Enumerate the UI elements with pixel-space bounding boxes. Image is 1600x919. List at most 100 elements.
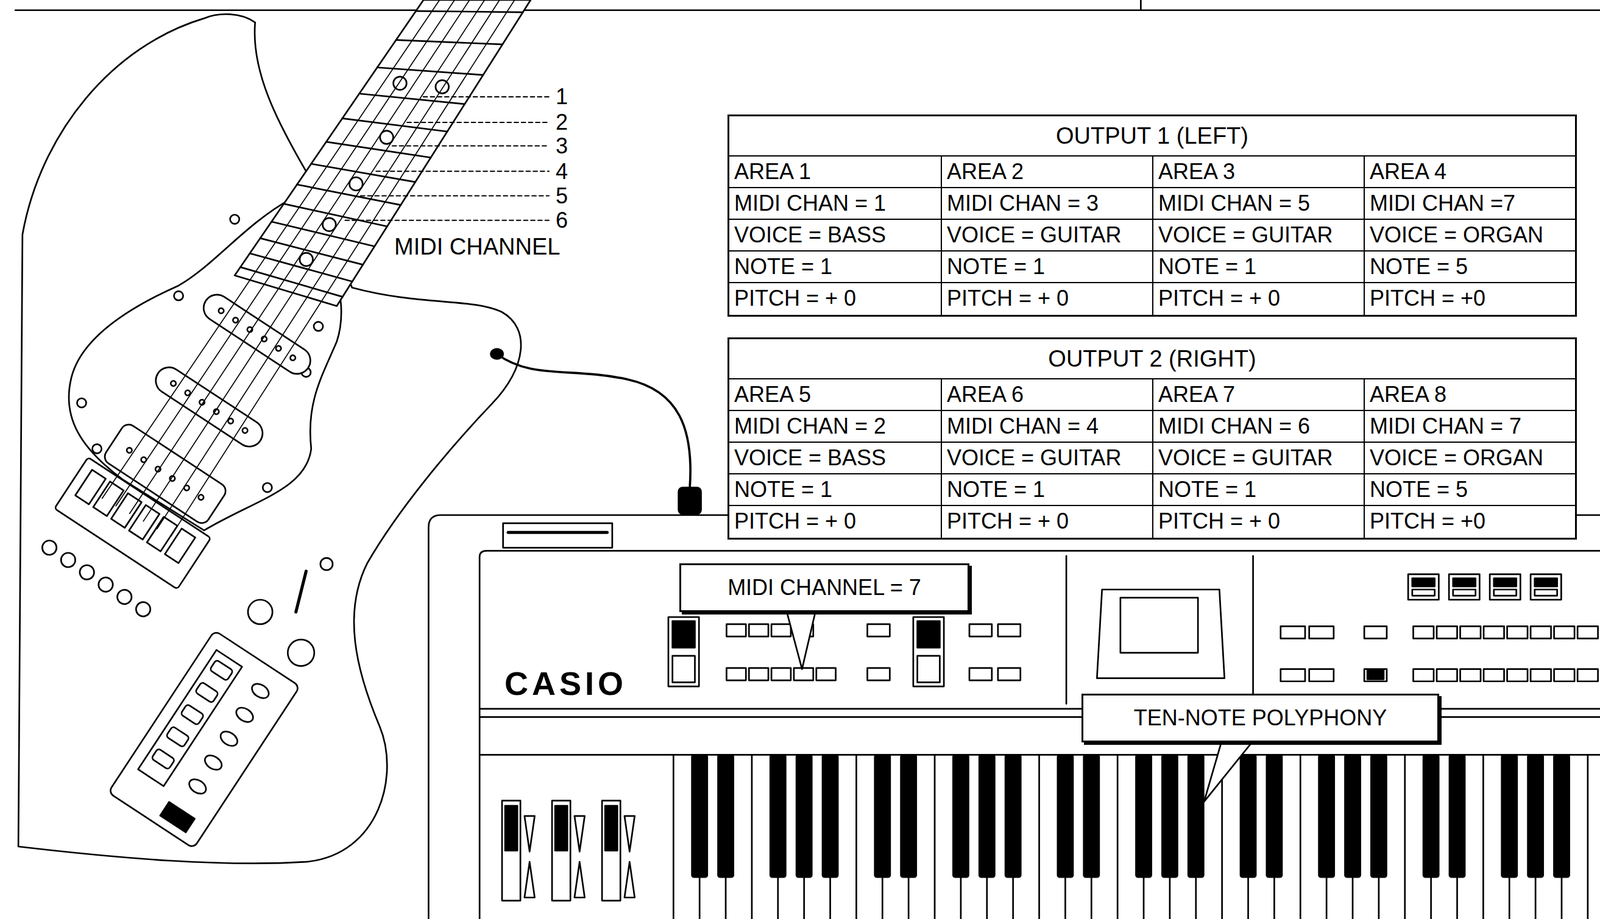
panel-divider xyxy=(1066,556,1253,705)
controller-knob xyxy=(202,752,225,773)
pole-piece xyxy=(126,447,134,455)
pickup-group xyxy=(198,290,316,380)
table-cell: AREA 8 xyxy=(1364,379,1576,412)
midi-cable xyxy=(497,353,691,488)
tall-button xyxy=(668,617,699,687)
panel-button xyxy=(1554,626,1575,639)
table-cell: MIDI CHAN = 1 xyxy=(729,188,941,220)
keyboard-parts xyxy=(502,574,1599,919)
table-cell: MIDI CHAN = 4 xyxy=(941,411,1153,443)
fine-tuner xyxy=(76,562,97,582)
area-column: AREA 2MIDI CHAN = 3VOICE = GUITARNOTE = … xyxy=(940,156,1153,316)
illustration-group xyxy=(15,0,1600,919)
table-cell: PITCH = + 0 xyxy=(729,506,941,539)
table-cell: MIDI CHAN =7 xyxy=(1364,188,1576,220)
black-key xyxy=(1240,754,1256,878)
tall-button-bottom xyxy=(917,656,941,684)
table-cell: PITCH = + 0 xyxy=(941,283,1153,316)
panel-button xyxy=(969,668,992,681)
mode-button xyxy=(1408,574,1439,601)
cartridge-slot xyxy=(503,523,613,548)
black-key xyxy=(1005,754,1021,878)
black-key xyxy=(1553,754,1569,878)
callout-box: TEN-NOTE POLYPHONY xyxy=(1081,693,1440,743)
cable-plug xyxy=(678,488,702,515)
black-key xyxy=(1135,754,1151,878)
slider-knob xyxy=(505,806,518,852)
panel-button xyxy=(998,624,1021,637)
table-cell: VOICE = ORGAN xyxy=(1364,219,1576,252)
bridge xyxy=(54,457,211,590)
black-key xyxy=(1344,754,1360,878)
table-cell: NOTE = 5 xyxy=(1364,474,1576,507)
fine-tuner xyxy=(114,587,135,607)
black-key xyxy=(1501,754,1518,878)
panel-button xyxy=(1554,669,1575,682)
pole-piece xyxy=(169,380,178,388)
panel-button xyxy=(969,624,992,637)
controller-slot xyxy=(151,748,175,771)
pole-piece xyxy=(289,354,297,362)
pole-piece xyxy=(217,307,225,315)
table-cell: PITCH = + 0 xyxy=(941,506,1153,539)
panel-button xyxy=(1460,669,1481,682)
control-knob xyxy=(287,639,315,667)
mode-button xyxy=(1489,574,1521,601)
frame-line xyxy=(15,0,1600,11)
slider xyxy=(502,801,521,902)
panel-button xyxy=(1364,669,1387,682)
panel-button xyxy=(771,668,791,681)
output-table: OUTPUT 2 (RIGHT)AREA 5MIDI CHAN = 2VOICE… xyxy=(727,337,1577,540)
pickup xyxy=(150,362,268,453)
mode-button-detail xyxy=(1412,589,1435,596)
string xyxy=(170,0,515,537)
axis-label: MIDI CHANNEL xyxy=(392,234,562,261)
table-cell: VOICE = BASS xyxy=(729,442,941,475)
table-cell: PITCH = +0 xyxy=(1364,283,1576,316)
panel-button xyxy=(748,668,769,681)
table-cell: VOICE = GUITAR xyxy=(941,442,1153,475)
screw xyxy=(174,291,184,301)
slider-mark xyxy=(624,816,635,899)
black-key xyxy=(874,754,891,878)
table-cell: AREA 6 xyxy=(941,379,1153,412)
table-cell: MIDI CHAN = 3 xyxy=(941,188,1153,220)
black-key xyxy=(770,754,786,878)
display-screen xyxy=(1120,597,1198,653)
panel-button xyxy=(1436,669,1457,682)
table-cell: PITCH = + 0 xyxy=(1153,506,1364,539)
panel-button xyxy=(867,668,891,681)
controller-knob xyxy=(186,776,209,797)
black-key xyxy=(1188,754,1204,878)
mode-button-detail xyxy=(1493,578,1517,587)
cartridge-slot-detail xyxy=(508,531,607,535)
leader-line xyxy=(344,219,549,222)
controller-slot xyxy=(209,659,234,682)
pole-piece xyxy=(140,456,148,464)
mode-button-detail xyxy=(1493,589,1517,596)
keyboard-ground xyxy=(428,515,1600,919)
panel-button xyxy=(771,624,791,637)
callout-number: 2 xyxy=(554,110,570,135)
panel-button xyxy=(816,668,836,681)
panel-button xyxy=(1483,669,1504,682)
control-knob xyxy=(320,558,333,571)
black-key xyxy=(1528,754,1544,878)
table-cell: AREA 4 xyxy=(1364,156,1576,189)
table-cell: AREA 1 xyxy=(729,156,941,189)
black-key xyxy=(1370,754,1387,878)
controller-slot xyxy=(165,726,190,748)
display-housing xyxy=(1096,589,1225,679)
table-cell: PITCH = + 0 xyxy=(729,283,941,316)
controller-knob xyxy=(233,704,256,726)
mode-button-detail xyxy=(1412,578,1435,587)
bridge-group xyxy=(54,457,211,590)
callout-text: TEN-NOTE POLYPHONY xyxy=(1133,706,1387,731)
panel-button xyxy=(726,668,746,681)
pole-piece xyxy=(241,427,249,435)
pickup-group xyxy=(150,362,268,453)
table-cell: MIDI CHAN = 2 xyxy=(729,411,941,443)
slider-knob xyxy=(555,806,568,852)
white-key-edge xyxy=(855,754,858,919)
table-cell: NOTE = 1 xyxy=(941,474,1153,507)
